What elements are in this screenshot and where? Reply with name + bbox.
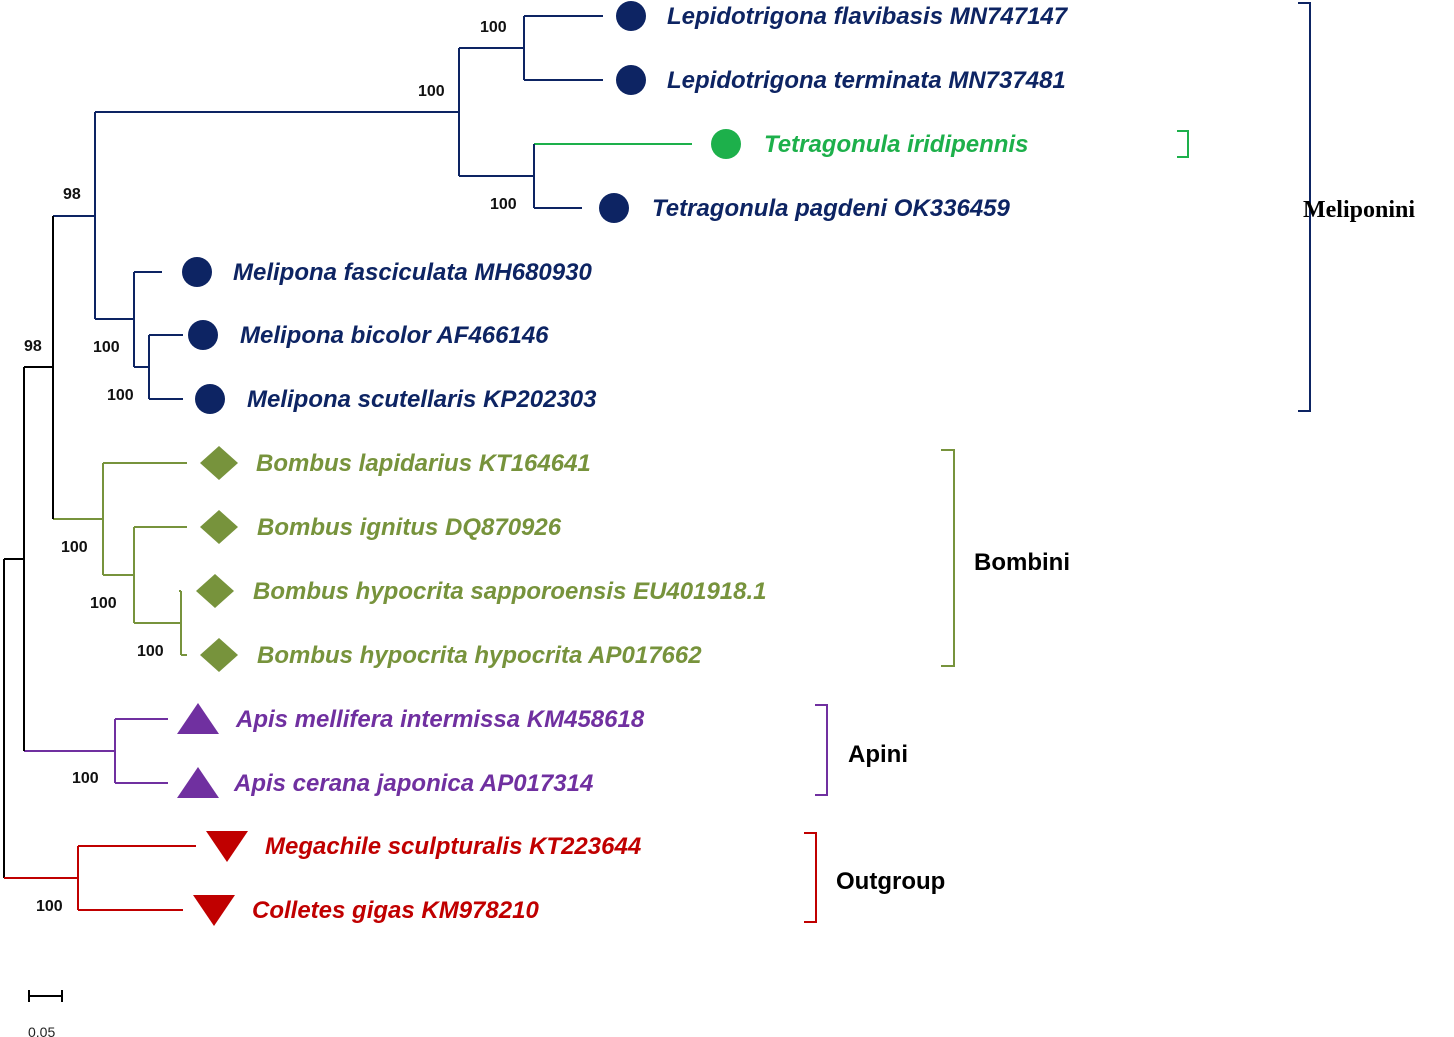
bracket-bombini	[941, 449, 955, 667]
bootstrap-value: 100	[61, 539, 88, 556]
clade-label-outgroup: Outgroup	[836, 868, 945, 895]
taxon-label: Apis mellifera intermissa KM458618	[235, 706, 645, 733]
bracket-outgroup	[804, 832, 817, 923]
taxon-label: Tetragonula iridipennis	[764, 131, 1028, 158]
taxon-label: Lepidotrigona terminata MN737481	[667, 67, 1066, 94]
bootstrap-value: 98	[63, 186, 81, 203]
triangle-up-marker-icon	[177, 703, 219, 734]
bootstrap-values: 100 100 100 98 100 100 98 100 100 100 100 100	[24, 19, 517, 915]
circle-marker-icon	[599, 193, 629, 223]
taxon-label: Bombus ignitus DQ870926	[257, 514, 562, 541]
bootstrap-value: 100	[137, 643, 164, 660]
taxon-label: Bombus hypocrita hypocrita AP017662	[257, 642, 702, 669]
bracket-meliponini	[1298, 2, 1311, 412]
clade-brackets	[804, 2, 1311, 923]
clade-label-meliponini: Meliponini	[1303, 197, 1415, 223]
bootstrap-value: 100	[418, 83, 445, 100]
triangle-up-marker-icon	[177, 767, 219, 798]
circle-marker-icon	[188, 320, 218, 350]
bracket-apini	[815, 704, 828, 796]
bootstrap-value: 100	[93, 339, 120, 356]
bootstrap-value: 100	[480, 19, 507, 36]
diamond-marker-icon	[200, 446, 238, 480]
scale-bar: 0.05	[28, 990, 63, 1037]
taxon-label: Bombus hypocrita sapporoensis EU401918.1	[253, 578, 767, 605]
circle-marker-icon	[711, 129, 741, 159]
diamond-marker-icon	[200, 510, 238, 544]
circle-marker-icon	[182, 257, 212, 287]
taxon-label: Tetragonula pagdeni OK336459	[652, 195, 1011, 222]
bootstrap-value: 100	[36, 898, 63, 915]
bootstrap-value: 100	[490, 196, 517, 213]
taxon-label: Apis cerana japonica AP017314	[233, 770, 593, 797]
clade-label-apini: Apini	[848, 741, 908, 768]
clade-label-bombini: Bombini	[974, 549, 1070, 576]
tree-branches	[3, 15, 692, 911]
circle-marker-icon	[616, 1, 646, 31]
triangle-down-marker-icon	[206, 831, 248, 862]
taxon-label: Melipona fasciculata MH680930	[233, 259, 592, 286]
taxon-label: Lepidotrigona flavibasis MN747147	[667, 3, 1069, 30]
circle-marker-icon	[195, 384, 225, 414]
triangle-down-marker-icon	[193, 895, 235, 926]
diamond-marker-icon	[196, 574, 234, 608]
bootstrap-value: 100	[90, 595, 117, 612]
bootstrap-value: 98	[24, 338, 42, 355]
scale-bar-line	[28, 990, 63, 1002]
taxon-label: Bombus lapidarius KT164641	[256, 450, 591, 477]
tip-markers	[177, 1, 741, 926]
taxon-label: Melipona bicolor AF466146	[240, 322, 549, 349]
taxon-label: Melipona scutellaris KP202303	[247, 386, 597, 413]
bootstrap-value: 100	[72, 770, 99, 787]
taxon-label: Colletes gigas KM978210	[252, 897, 539, 924]
circle-marker-icon	[616, 65, 646, 95]
scale-bar-label: 0.05	[28, 1024, 55, 1037]
bootstrap-value: 100	[107, 387, 134, 404]
bracket-tetragonula-iridipennis	[1177, 130, 1189, 158]
diamond-marker-icon	[200, 638, 238, 672]
taxon-label: Megachile sculpturalis KT223644	[265, 833, 641, 860]
taxon-labels: Lepidotrigona flavibasis MN747147Lepidot…	[233, 3, 1069, 924]
